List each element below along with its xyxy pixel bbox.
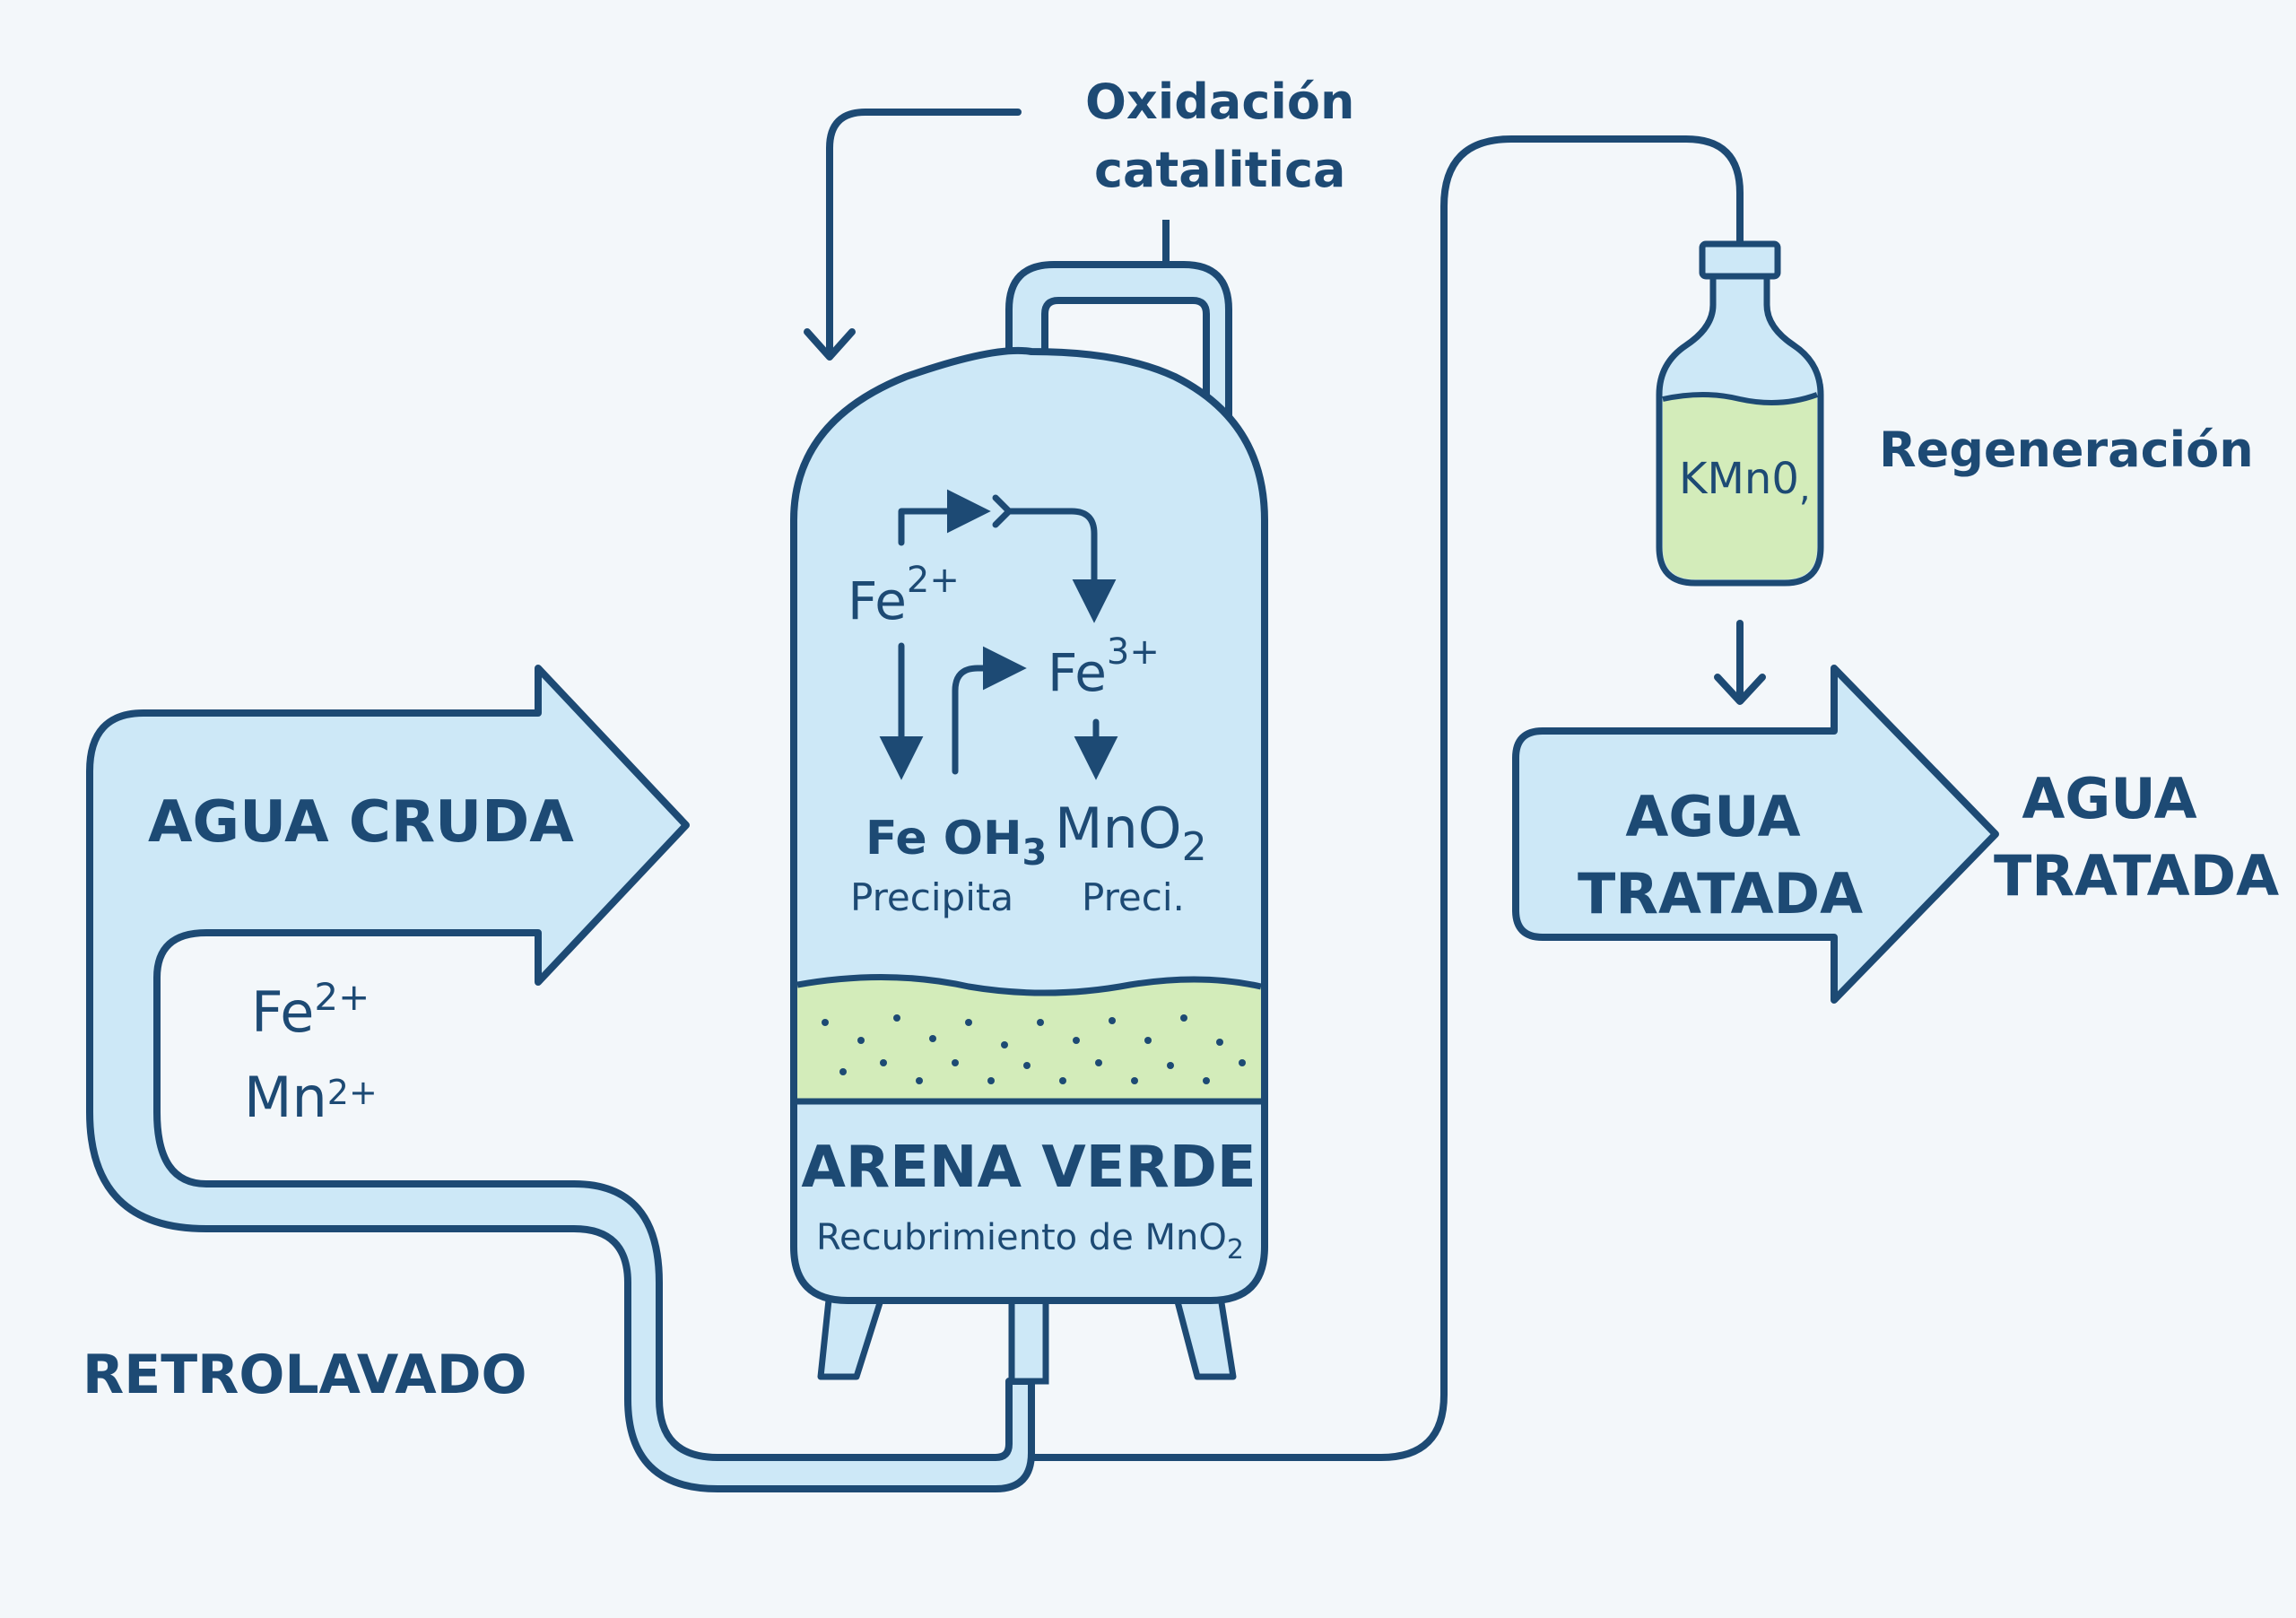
- recubrimiento-label: Recubrimiento de MnO2: [816, 1217, 1244, 1266]
- kmno4-bottle: [1656, 240, 1824, 587]
- sand-particles: [822, 1014, 1246, 1084]
- regeneracion-label: Regeneración: [1879, 422, 2254, 478]
- oxidacion-label-line1: Oxidación: [1085, 74, 1354, 130]
- bottle-kmno4-label: KMn0,: [1679, 454, 1811, 509]
- tank-fe2-ion: Fe2+: [848, 560, 960, 631]
- treated-arrow-label-line1: AGUA: [1625, 784, 1800, 849]
- treated-arrow-label-line2: TRATADA: [1578, 861, 1863, 926]
- treated-water-arrow: [1512, 665, 1999, 1004]
- oxidacion-label-line2: catalitica: [1094, 142, 1346, 198]
- influent-fe-ion: Fe2+: [251, 975, 370, 1045]
- retrolavado-label: RETROLAVADO: [83, 1344, 527, 1406]
- tank-fe3-ion: Fe3+: [1048, 631, 1160, 703]
- reaction-arrows: [879, 489, 1118, 780]
- tank-legs: [817, 1288, 1237, 1385]
- preci-label: Preci.: [1082, 875, 1185, 919]
- raw-water-inlet-arrow: [86, 665, 1035, 1492]
- outlet-pipe: [1028, 135, 1744, 1461]
- arena-verde-label: ARENA VERDE: [801, 1135, 1256, 1201]
- agua-tratada-label-line1: AGUA: [2022, 766, 2196, 831]
- influent-mn-ion: Mn2+: [244, 1065, 378, 1130]
- precipita-label: Precipita: [850, 875, 1013, 919]
- oxidation-feed-arrow: [804, 109, 1022, 361]
- agua-cruda-label: AGUA CRUDA: [148, 789, 574, 856]
- bottle-down-arrow: [1714, 620, 1766, 705]
- filter-tank: [790, 346, 1268, 1304]
- feoh3-label: Fe OH3: [865, 812, 1047, 874]
- agua-tratada-label-line2: TRATADA: [1994, 843, 2279, 909]
- mno2-label: MnO2: [1055, 796, 1207, 870]
